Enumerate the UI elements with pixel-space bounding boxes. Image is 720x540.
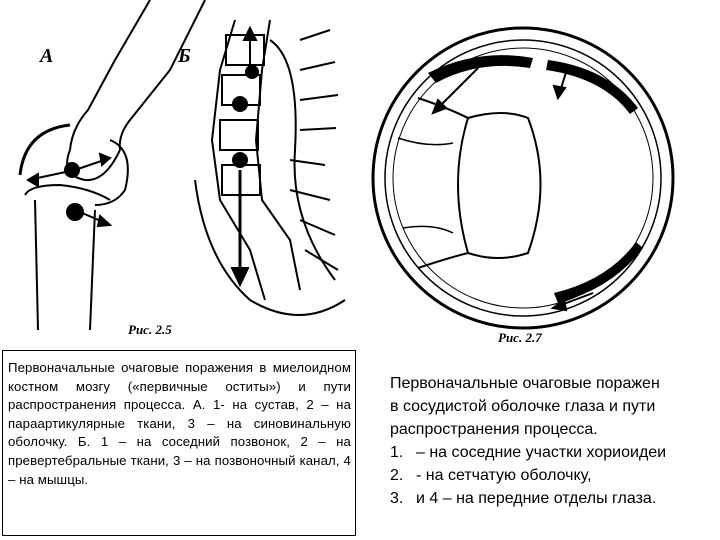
eye-drawing (358, 18, 688, 348)
figure-label-a: А (40, 45, 53, 68)
list-item: 1.– на соседние участки хориоидеи (390, 441, 720, 464)
eye-description-line1: Первоначальные очаговые поражен (390, 372, 720, 395)
eye-description: Первоначальные очаговые поражен в сосуди… (390, 372, 720, 510)
list-item: 2.- на сетчатую оболочку, (390, 464, 720, 487)
knee-spine-illustration: А Б Рис. 2.5 (0, 0, 360, 345)
figure-caption-right: Рис. 2.7 (498, 330, 542, 346)
knee-spine-description: Первоначальные очаговые поражения в миел… (2, 350, 356, 536)
eye-illustration: Рис. 2.7 (358, 18, 688, 348)
eye-description-line2: в сосудистой оболочке глаза и пути (390, 395, 720, 418)
eye-description-line3: распространения процесса. (390, 418, 720, 441)
list-item: 3.и 4 – на передние отделы глаза. (390, 487, 720, 510)
figure-label-b: Б (178, 45, 191, 68)
figure-caption-left: Рис. 2.5 (128, 322, 172, 338)
